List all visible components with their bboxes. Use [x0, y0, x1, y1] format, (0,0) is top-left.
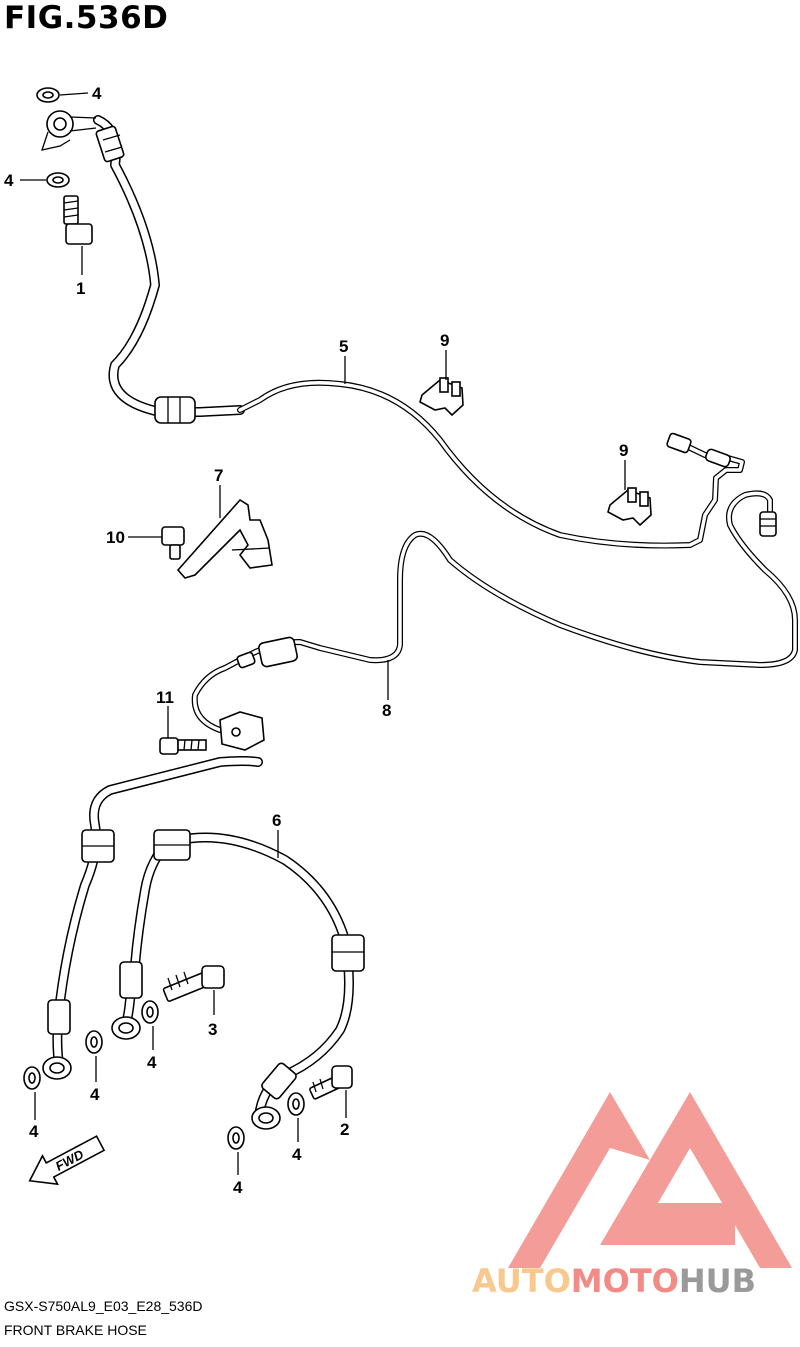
bolt-10[interactable] — [161, 526, 185, 560]
bracket-7[interactable] — [176, 498, 273, 579]
callout-6: 6 — [272, 811, 281, 830]
callout-9-b: 9 — [619, 441, 628, 460]
washer-second[interactable] — [46, 172, 70, 188]
callout-3: 3 — [208, 1020, 217, 1039]
clamp-9-upper[interactable] — [419, 377, 464, 417]
brake-hose-6[interactable] — [111, 829, 365, 1130]
washer-top[interactable] — [36, 87, 60, 103]
model-code: GSX-S750AL9_E03_E28_536D — [4, 1298, 203, 1314]
union-bolt-3[interactable] — [162, 965, 225, 1002]
watermark-brand: AUTOMOTOHUB — [472, 1262, 756, 1300]
union-bolt-1[interactable] — [63, 195, 93, 245]
callout-4-d: 4 — [90, 1085, 100, 1104]
callout-4-g: 4 — [233, 1178, 243, 1197]
callout-4-e: 4 — [29, 1122, 39, 1141]
callout-4-a: 4 — [92, 84, 102, 103]
washer-lower-1[interactable] — [23, 1066, 41, 1090]
watermark-logo-icon — [508, 1092, 792, 1268]
brake-pipe-8[interactable] — [191, 490, 798, 733]
callout-11: 11 — [156, 688, 174, 707]
callout-1: 1 — [76, 279, 85, 298]
callout-5: 5 — [339, 337, 348, 356]
callout-4-c: 4 — [147, 1053, 157, 1072]
brake-hose-upper[interactable] — [93, 115, 245, 424]
washer-lower-4[interactable] — [227, 1126, 245, 1150]
callout-7: 7 — [214, 466, 223, 485]
upper-banjo-fitting — [46, 110, 97, 138]
clamp-9-lower[interactable] — [607, 487, 652, 527]
leader-line — [41, 131, 71, 151]
callout-4-b: 4 — [4, 171, 14, 190]
washer-lower-5[interactable] — [287, 1092, 305, 1116]
washer-lower-2[interactable] — [85, 1030, 103, 1054]
callout-4-f: 4 — [292, 1145, 302, 1164]
washer-lower-3[interactable] — [141, 1000, 159, 1024]
brake-pipe-5[interactable] — [237, 379, 745, 549]
watermark-hub: HUB — [678, 1262, 757, 1300]
callout-2: 2 — [340, 1120, 349, 1139]
brake-hose-lower-left[interactable] — [42, 756, 263, 1080]
watermark-auto: AUTO — [472, 1262, 571, 1300]
three-way-joint[interactable] — [219, 711, 265, 751]
callout-9-a: 9 — [440, 331, 449, 350]
watermark-moto: MOTO — [570, 1262, 679, 1300]
union-bolt-2[interactable] — [309, 1065, 353, 1100]
figure-title: FIG.536D — [4, 0, 169, 36]
figure-description: FRONT BRAKE HOSE — [4, 1322, 147, 1338]
callout-10: 10 — [106, 528, 125, 547]
bolt-11[interactable] — [159, 737, 207, 755]
callout-8: 8 — [382, 701, 391, 720]
